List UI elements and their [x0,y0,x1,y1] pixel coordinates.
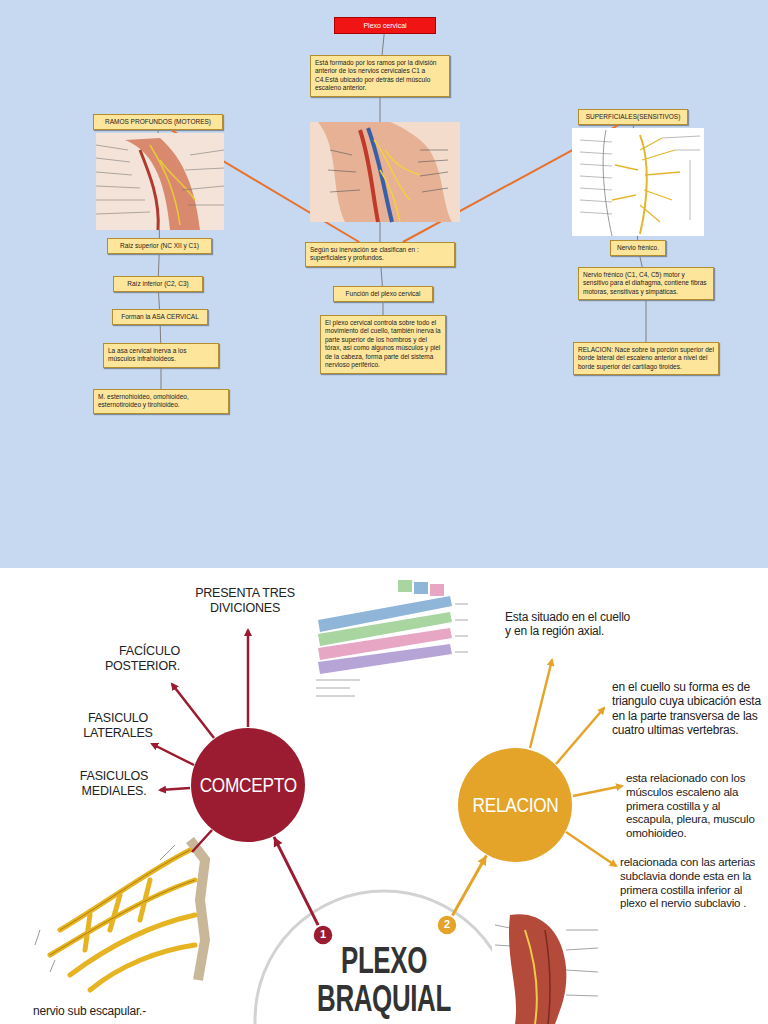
muscles-box: M. esternohioideo, omohioideo, esternoti… [93,389,229,414]
connector [158,130,159,238]
connector [381,267,382,286]
yellow-plexus-illustration [35,840,205,990]
connector [158,292,159,309]
innervation-box: La asa cervical inerva a los músculos in… [103,343,219,368]
connector [646,300,647,342]
classification-box: Según su inervación se clasifican en : s… [305,242,455,267]
neck-illustration [310,122,460,222]
relation-circle: RELACION [457,747,573,863]
concept-circle: COMCEPTO [190,727,306,843]
function-box: El plexo cervical controla sobre todo el… [320,315,446,374]
title-box: Plexo cervical [334,17,436,34]
box-text: Está formado por los ramos por la divisi… [315,59,445,93]
box-text: Raíz superior (NC XII y C1) [112,242,207,250]
loop-box: Forman la ASA CERVICAL [112,309,208,325]
connector [160,325,161,343]
connector [382,34,384,55]
box-text: RAMOS PROFUNDOS (MOTORES) [98,118,218,126]
box-text: Nervio frénico (C1, C4, C5) motor y sens… [583,271,709,296]
step-number: 1 [312,924,334,946]
note-label: PRESENTA TRES DIVICIONES [190,586,300,616]
box-text: M. esternohioideo, omohioideo, esternoti… [98,393,224,410]
note-label: nervio sub escapular.- [33,1004,173,1018]
branch-heading-box: SUPERFICIALES(SENSITIVOS) [578,109,688,125]
box-text: El plexo cervical controla sobre todo el… [325,319,441,370]
box-text: Plexo cervical [338,21,432,30]
plexus-schematic [305,578,470,700]
superficial-branches-illustration [572,128,704,236]
box-text: Según su inervación se clasifican en : s… [310,246,450,263]
circle-text: PLEXO BRAQUIAL [316,942,453,1018]
note-label: FASICULO LATERALES [80,711,156,741]
nerve-detail-box: Nervio frénico (C1, C4, C5) motor y sens… [578,267,714,300]
step-number: 2 [436,914,458,936]
box-text: Raíz inferior (C2, C3) [118,280,198,288]
connector [172,130,359,242]
deep-branches-illustration [96,133,224,230]
root-box: Raíz inferior (C2, C3) [113,276,203,292]
connector [161,368,162,389]
heading-box: Función del plexo cervical [333,286,433,302]
connector [403,125,618,242]
box-text: Forman la ASA CERVICAL [117,313,203,321]
connector [383,302,384,315]
box-text: Nervio frénico. [615,244,661,252]
box-text: SUPERFICIALES(SENSITIVOS) [583,113,683,121]
note-label: FACÍCULO POSTERIOR. [100,644,180,674]
connector [380,97,381,242]
box-text: Función del plexo cervical [338,290,428,298]
box-text: La asa cervical inerva a los músculos in… [108,347,214,364]
note-label: FASICULOS MEDIALES. [70,769,158,799]
branch-heading-box: RAMOS PROFUNDOS (MOTORES) [93,114,223,130]
root-box: Raíz superior (NC XII y C1) [107,238,212,254]
relation-box: RELACION: Nace sobre la porción superior… [573,342,719,375]
circle-text: COMCEPTO [199,774,296,796]
connector [452,855,486,915]
connector [633,125,637,240]
connector [640,256,642,267]
circle-text: RELACION [472,794,558,816]
circle-text: 1 [320,929,326,941]
note-label: esta relacionado con los músculos escale… [626,772,768,841]
note-label: Esta situado en el cuello y en la región… [505,610,635,639]
circle-text: 2 [444,919,450,931]
main-circle: PLEXO BRAQUIAL [254,890,514,1024]
connector [158,254,160,276]
definition-box: Está formado por los ramos por la divisi… [310,55,450,97]
nerve-box: Nervio frénico. [610,240,666,256]
box-text: RELACION: Nace sobre la porción superior… [578,346,714,371]
connector [274,837,318,925]
note-label: relacionada con las arterias subclavia d… [620,856,768,911]
note-label: en el cuello su forma es de triangulo cu… [612,680,768,738]
